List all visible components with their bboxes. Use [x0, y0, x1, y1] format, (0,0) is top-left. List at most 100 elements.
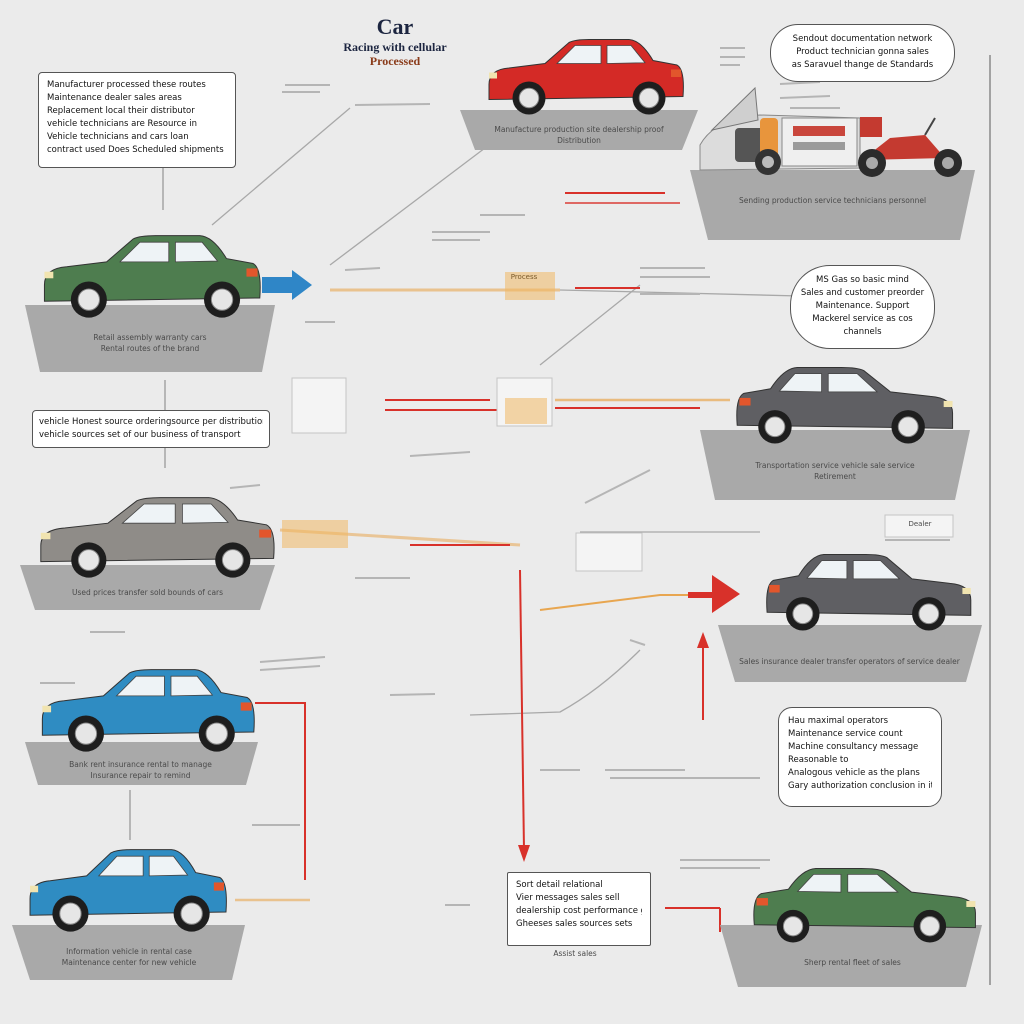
- tag-dark-car-2: Dealer: [908, 520, 932, 528]
- note-line: vehicle technicians are Resource in: [47, 119, 197, 129]
- caption-gray-car-left: Used prices transfer sold bounds of cars: [25, 587, 270, 598]
- caption-blue-car-2: Information vehicle in rental case Maint…: [18, 946, 240, 968]
- note-line: Analogous vehicle as the plans: [788, 768, 920, 778]
- car-window: [556, 45, 602, 64]
- car-hubcap: [180, 902, 203, 925]
- car-window: [796, 874, 842, 893]
- car-hubcap: [221, 549, 244, 571]
- note-mid-right: MS Gas so basic mind Sales and customer …: [790, 265, 935, 349]
- caption-line: Manufacture production site dealership p…: [494, 125, 664, 134]
- car-light: [213, 882, 224, 891]
- car-window: [827, 373, 879, 393]
- platform-dark-car-1: [700, 430, 970, 500]
- connector-lines: [129, 107, 801, 932]
- note-line: Mackerel service as cos: [812, 314, 913, 324]
- title-line-1: Car: [376, 14, 414, 39]
- connector: [329, 147, 486, 266]
- connector: [539, 284, 641, 366]
- car-light: [943, 400, 953, 408]
- note-bottom-right: Hau maximal operators Maintenance servic…: [778, 707, 942, 807]
- connector: [519, 569, 525, 851]
- caption-line: Assist sales: [553, 949, 597, 958]
- caption-line: Retirement: [814, 472, 856, 481]
- car-light: [30, 885, 39, 893]
- car-hubcap: [205, 722, 228, 745]
- note-line: Gary authorization conclusion in items: [788, 781, 932, 791]
- tag-top-mid: Process: [510, 273, 538, 281]
- note-line: Sort detail relational: [516, 880, 603, 890]
- caption-line: Bank rent insurance rental to manage: [69, 760, 212, 769]
- car-window: [175, 241, 219, 263]
- platforms: [12, 110, 982, 987]
- car-light: [769, 584, 780, 593]
- engine-illustration: [699, 86, 962, 177]
- note-top-right: Sendout documentation network Product te…: [770, 24, 955, 82]
- car-hubcap: [918, 603, 940, 625]
- car-hubcap: [764, 416, 786, 438]
- car-light: [489, 72, 497, 79]
- note-line: channels: [843, 327, 882, 337]
- cars-layer: [29, 39, 976, 943]
- car-window: [97, 855, 144, 877]
- connector: [469, 649, 641, 716]
- car-light: [44, 271, 54, 279]
- caption-red-car: Manufacture production site dealership p…: [460, 124, 698, 146]
- red-arrow: [688, 575, 740, 613]
- green-car-left: [43, 235, 261, 318]
- caption-line: Distribution: [557, 136, 601, 145]
- red-car: [488, 39, 684, 115]
- car-hubcap: [210, 288, 234, 311]
- caption-line: Insurance repair to remind: [90, 771, 191, 780]
- note-top-left: Manufacturer processed these routes Main…: [38, 72, 236, 168]
- caption-line: Sending production service technicians p…: [738, 196, 927, 205]
- car-light: [756, 898, 768, 906]
- blue-arrow: [262, 270, 312, 300]
- tag-box: [575, 532, 643, 572]
- car-window: [852, 560, 901, 580]
- highlight: [282, 520, 348, 548]
- caption-line: Maintenance center for new vehicle: [61, 958, 197, 967]
- note-line: Machine consultancy message: [788, 742, 919, 752]
- car-hubcap: [638, 87, 660, 109]
- title-line-3: Processed: [369, 54, 421, 68]
- note-mid-left: vehicle Honest source orderingsource per…: [32, 410, 270, 448]
- note-line: Replacement local their distributor: [47, 106, 195, 116]
- caption-line: Sherp rental fleet of sales: [804, 958, 901, 967]
- car-window: [806, 560, 848, 580]
- caption-blue-car-1: Bank rent insurance rental to manage Ins…: [28, 759, 253, 781]
- caption-line: Retail assembly warranty cars: [93, 333, 207, 342]
- caption-line: Information vehicle in rental case: [66, 947, 192, 956]
- note-line: Vehicle technicians and cars loan: [47, 132, 189, 142]
- car-hubcap: [518, 87, 540, 109]
- note-line: Sendout documentation network: [792, 34, 933, 44]
- gray-car-left: [40, 497, 275, 578]
- note-line: as Saravuel thange de Standards: [791, 60, 934, 70]
- platform-blue-car-1: [25, 742, 258, 785]
- tag-box: [291, 377, 347, 434]
- platform-dark-car-2: [718, 625, 982, 682]
- note-line: Sales and customer preorder: [800, 288, 925, 298]
- platform-green-car-left: [25, 305, 275, 372]
- car-hubcap: [792, 603, 814, 625]
- blue-car-1: [41, 669, 255, 752]
- car-light: [42, 705, 52, 713]
- note-line: vehicle Honest source orderingsource per…: [39, 417, 263, 427]
- title-line-2: Racing with cellular: [343, 40, 447, 54]
- note-line: Maintenance. Support: [815, 301, 910, 311]
- car-window: [182, 503, 229, 524]
- caption-line: Used prices transfer sold bounds of cars: [71, 588, 224, 597]
- platform-engine: [690, 170, 975, 240]
- car-light: [962, 587, 971, 595]
- car-light: [40, 532, 51, 540]
- car-window: [121, 503, 176, 524]
- blue-car-2: [29, 849, 227, 932]
- car-hubcap: [77, 288, 100, 311]
- note-line: Manufacturer processed these routes: [47, 80, 206, 90]
- orange-highlight-labels: [282, 272, 555, 548]
- car-window: [606, 45, 646, 64]
- note-line: Hau maximal operators: [788, 716, 889, 726]
- note-line: Reasonable to: [788, 755, 849, 765]
- car-light: [259, 529, 272, 538]
